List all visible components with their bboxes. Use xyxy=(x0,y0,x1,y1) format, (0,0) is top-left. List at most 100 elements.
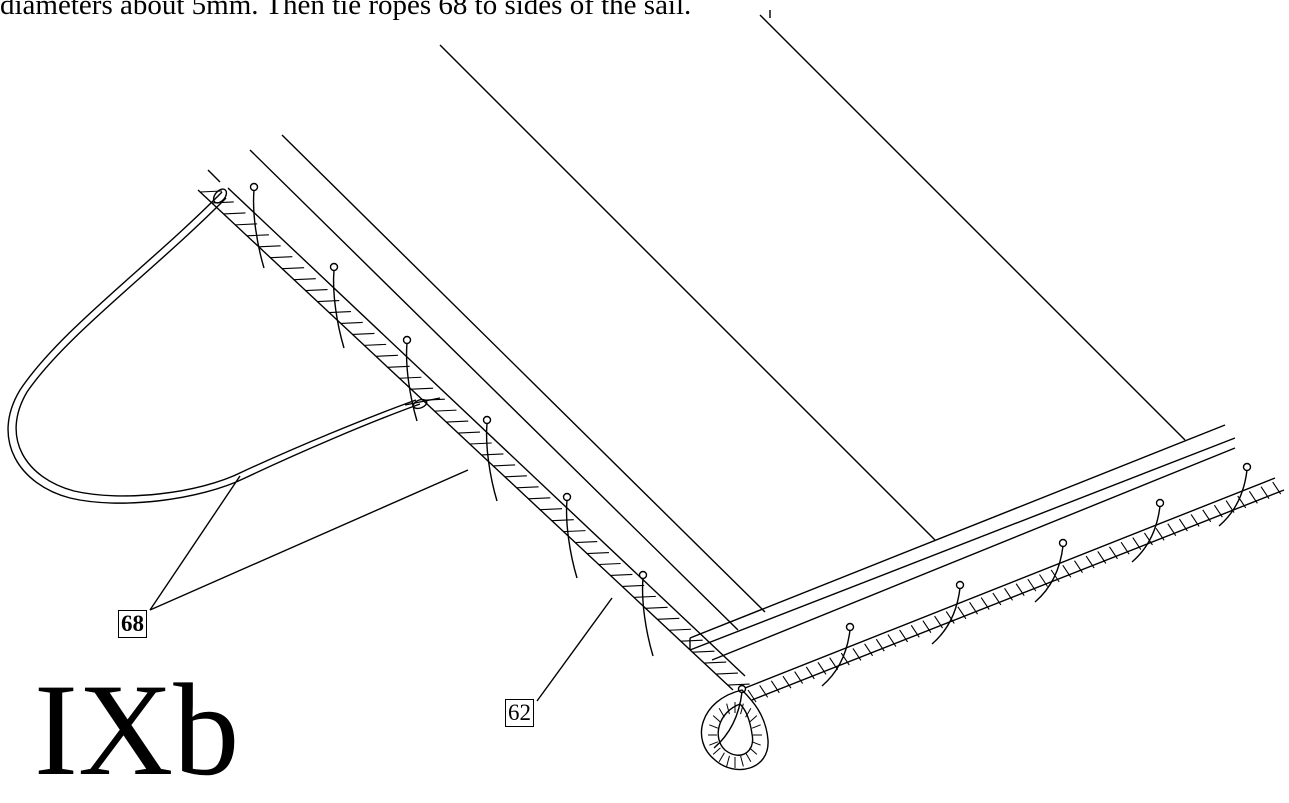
hatch-mark xyxy=(387,365,410,368)
hatch-mark xyxy=(399,376,422,379)
pin xyxy=(482,415,492,425)
hatch-mark xyxy=(782,675,792,689)
hatch-mark xyxy=(749,747,758,755)
eyelet-hatching xyxy=(708,702,762,768)
hatch-mark xyxy=(446,420,469,423)
rope-62-edge xyxy=(197,189,734,691)
leader-68b xyxy=(149,469,469,611)
sail-line xyxy=(759,14,1186,441)
hatch-mark xyxy=(922,620,932,634)
rope-68-loop-inner xyxy=(15,197,417,497)
hatch-mark xyxy=(1027,578,1037,592)
hatch-mark xyxy=(770,680,780,694)
hatch-mark xyxy=(645,606,668,609)
hatch-mark xyxy=(657,617,680,620)
hatch-mark xyxy=(751,741,761,746)
hatch-mark xyxy=(575,541,598,544)
tie-cord xyxy=(821,629,851,687)
hatch-mark xyxy=(223,212,246,215)
leader-68a xyxy=(149,475,241,611)
hatch-mark xyxy=(563,530,586,533)
bottom-rope-edge xyxy=(744,477,1276,689)
hatch-mark xyxy=(1272,481,1282,495)
pin xyxy=(845,622,855,632)
hatch-mark xyxy=(749,715,758,723)
pin xyxy=(1058,538,1068,548)
tie-cord xyxy=(1131,505,1161,563)
callout-62: 62 xyxy=(505,699,534,727)
pin xyxy=(1242,462,1252,472)
hatch-mark xyxy=(712,747,721,755)
hatch-mark xyxy=(528,497,551,500)
hatch-mark xyxy=(481,453,504,456)
hatch-mark xyxy=(457,431,480,434)
pin xyxy=(638,570,648,580)
hatch-mark xyxy=(434,409,457,412)
hatch-mark xyxy=(293,278,316,281)
hatch-mark xyxy=(715,672,738,675)
hatch-mark xyxy=(852,648,862,661)
hatch-mark xyxy=(875,638,885,652)
hatch-mark xyxy=(1132,537,1142,550)
hatch-mark xyxy=(305,289,328,292)
pin xyxy=(562,492,572,502)
hatch-mark xyxy=(957,606,967,620)
hatch-mark xyxy=(352,332,375,335)
tie-cords-bottom xyxy=(713,462,1252,749)
hatch-mark xyxy=(1202,509,1212,523)
sail-line xyxy=(207,169,221,183)
tie-cord xyxy=(565,499,578,579)
hatch-mark xyxy=(718,752,725,762)
pin xyxy=(955,580,965,590)
sail-edge-line xyxy=(689,437,1236,651)
hatch-mark xyxy=(709,724,719,729)
hatch-mark xyxy=(969,601,978,615)
hatch-mark xyxy=(1167,523,1177,536)
hatch-mark xyxy=(364,343,387,346)
tie-cord xyxy=(332,269,345,349)
hatch-mark xyxy=(493,464,516,467)
hatch-mark xyxy=(540,508,563,511)
hatch-mark xyxy=(726,703,730,715)
corner-eyelet-inner xyxy=(717,703,754,756)
hatch-mark xyxy=(740,703,744,715)
hatch-mark xyxy=(805,666,815,680)
hatch-mark xyxy=(718,708,725,718)
hatch-mark xyxy=(1039,574,1048,587)
hatch-mark xyxy=(258,245,281,248)
hatch-mark xyxy=(745,708,752,718)
hatch-mark xyxy=(747,689,757,703)
hatch-mark xyxy=(328,310,352,314)
hatch-mark xyxy=(469,442,492,445)
sail-drawing xyxy=(7,10,1285,771)
figure-label: IXb xyxy=(34,656,240,803)
sail-line xyxy=(281,134,766,613)
bottom-rope-edge xyxy=(751,489,1285,701)
callout-68: 68 xyxy=(118,610,147,638)
tie-cord xyxy=(1218,469,1248,527)
hatch-mark xyxy=(887,634,897,647)
tie-cord xyxy=(641,577,654,657)
tie-cord xyxy=(1034,545,1064,603)
hatch-mark xyxy=(794,671,804,684)
hatch-mark xyxy=(829,657,839,670)
pin xyxy=(329,262,339,272)
pin xyxy=(402,335,412,345)
hatch-mark xyxy=(727,683,750,686)
hatch-mark xyxy=(1097,551,1107,564)
hatch-mark xyxy=(270,256,293,259)
tie-cord xyxy=(931,587,961,645)
hatch-mark xyxy=(504,475,527,478)
hatch-mark xyxy=(1074,560,1083,573)
tie-cord xyxy=(405,342,418,422)
hatch-mark xyxy=(340,321,363,325)
hatch-mark xyxy=(633,595,656,598)
hatch-mark xyxy=(516,486,539,489)
hatch-mark xyxy=(1109,546,1118,560)
corner-eyelet xyxy=(700,689,769,771)
hatch-mark xyxy=(745,752,752,762)
hatch-mark xyxy=(740,755,744,767)
hatch-mark xyxy=(1248,491,1258,504)
tie-cords-left xyxy=(249,182,654,657)
sail-line xyxy=(249,149,739,631)
